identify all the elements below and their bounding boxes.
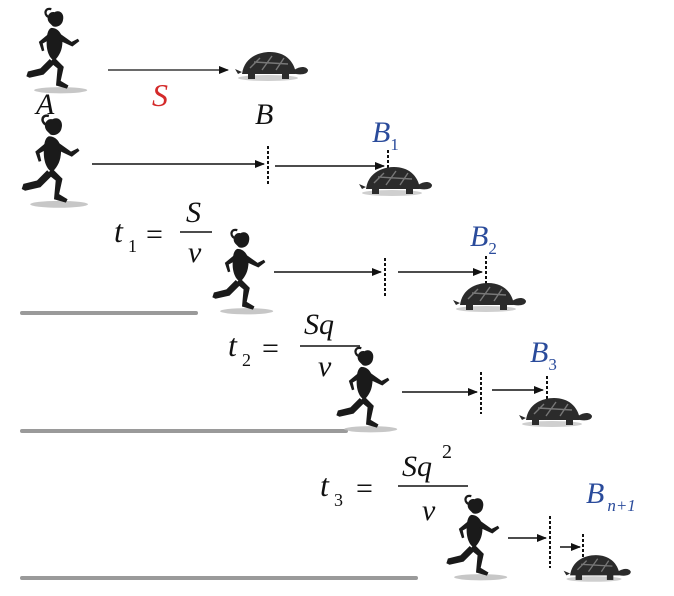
formula-denominator: v — [188, 236, 202, 269]
formula-subscript: 2 — [242, 350, 251, 370]
tortoise-icon — [358, 166, 433, 197]
formula-t-symbol: t — [320, 467, 330, 503]
runner-icon — [25, 7, 89, 95]
formula-superscript: 2 — [442, 441, 452, 463]
label-B1: B1 — [372, 116, 399, 154]
runner-icon — [211, 228, 275, 316]
formula-t2: t 2 = Sq v — [228, 308, 360, 383]
runner-icon — [335, 346, 399, 434]
formula-denominator: v — [422, 494, 436, 527]
label-B3: B3 — [530, 336, 557, 374]
formula-denominator: v — [318, 350, 332, 383]
formula-equals: = — [262, 332, 279, 365]
formula-numerator: Sq — [402, 450, 432, 483]
label-S: S — [152, 77, 168, 113]
formula-subscript: 1 — [128, 236, 137, 256]
formula-t-symbol: t — [114, 213, 124, 249]
formula-t3: t 3 = Sq 2 v — [320, 441, 468, 527]
tortoise-icon — [518, 397, 593, 428]
row-3: B2 — [20, 220, 527, 316]
formula-equals: = — [146, 218, 163, 251]
formula-equals: = — [356, 472, 373, 505]
row-2: B1 — [20, 114, 433, 209]
label-A: A — [34, 88, 55, 121]
formula-numerator: Sq — [304, 308, 334, 341]
tortoise-icon — [562, 554, 632, 583]
row-4: B3 — [20, 336, 593, 434]
formula-subscript: 3 — [334, 490, 343, 510]
formula-numerator: S — [186, 196, 201, 229]
row-1: A S B — [25, 7, 309, 131]
label-B2: B2 — [470, 220, 497, 258]
formula-t1: t 1 = S v — [114, 196, 212, 269]
tortoise-icon — [452, 282, 527, 313]
tortoise-icon — [234, 51, 309, 82]
runner-icon — [20, 114, 90, 209]
label-B: B — [255, 98, 273, 131]
formula-t-symbol: t — [228, 327, 238, 363]
runner-icon — [445, 494, 509, 582]
